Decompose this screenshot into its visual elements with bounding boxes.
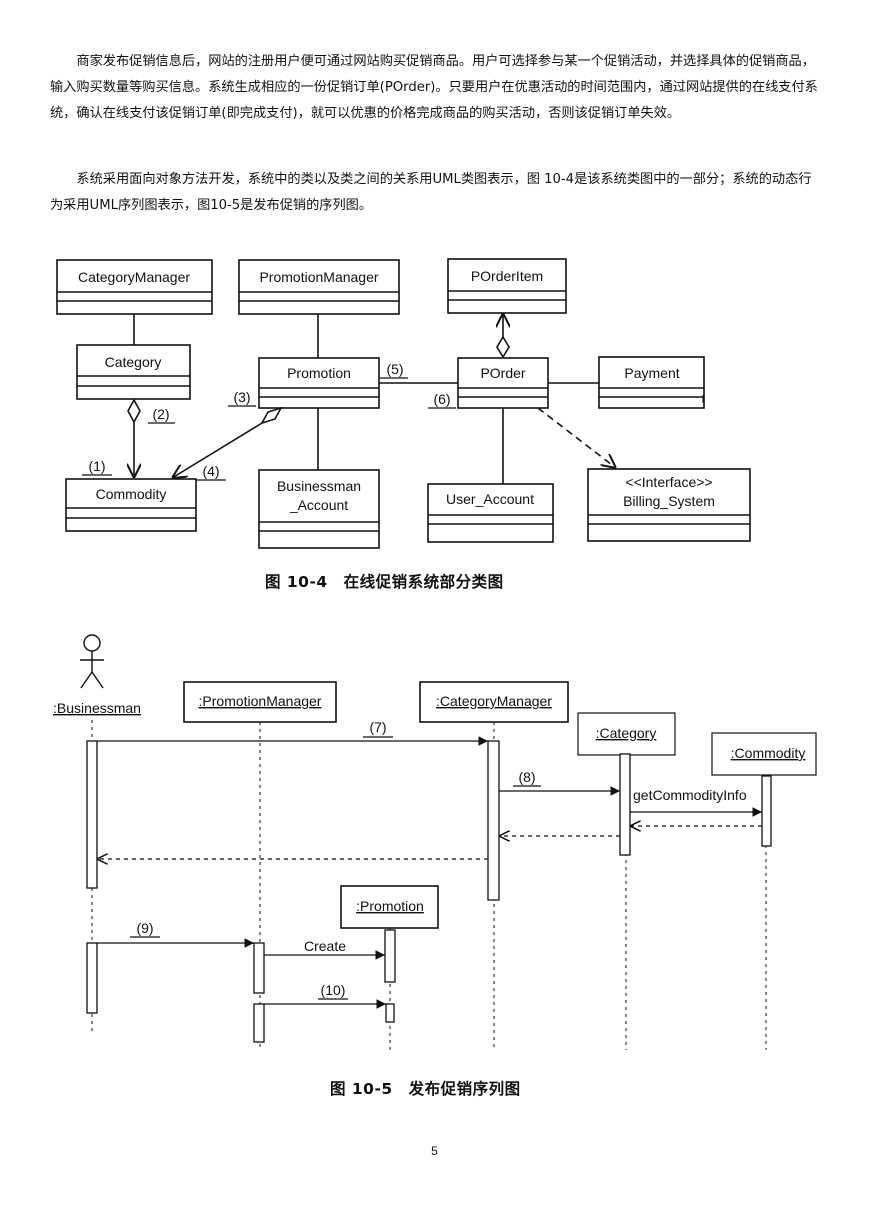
payment-label: Payment: [624, 365, 679, 381]
class-user-account: [427, 483, 554, 543]
lifeline-category-manager-label: :CategoryManager: [436, 693, 552, 709]
message-7-label: (7): [369, 719, 386, 735]
lifeline-box-commodity: [711, 732, 817, 776]
message-getcommodityinfo-label: getCommodityInfo: [633, 787, 747, 803]
promotion-manager-label: PromotionManager: [259, 269, 378, 285]
message-9-label: (9): [136, 920, 153, 936]
method-paragraph: 系统采用面向对象方法开发，系统中的类以及类之间的关系用UML类图表示，图 10-…: [50, 172, 812, 213]
aggregation-porder-porderitem: [496, 335, 510, 359]
blank-4: (4): [202, 463, 219, 479]
aggregation-promotion-commodity: [260, 406, 283, 425]
message-8-label: (8): [518, 769, 535, 785]
class-promotion: [258, 357, 380, 409]
user-account-label: User_Account: [446, 491, 534, 507]
lifeline-promotion-label: :Promotion: [356, 898, 424, 914]
class-porder-item: [447, 258, 567, 314]
lifeline-promotion-manager-label: :PromotionManager: [199, 693, 322, 709]
blank-3: (3): [233, 389, 250, 405]
message-10-label: (10): [321, 982, 346, 998]
lifeline-box-category-manager: [419, 681, 569, 723]
billing-stereotype-label: <<Interface>>: [625, 474, 712, 490]
businessman-account-label-2: _Account: [289, 497, 348, 513]
message-create-label: Create: [304, 938, 346, 954]
businessman-account-label-1: Businessman: [277, 478, 361, 494]
class-businessman-account: [258, 469, 380, 549]
page-number: 5: [431, 1144, 438, 1158]
blank-6: (6): [433, 391, 450, 407]
porder-item-label: POrderItem: [471, 268, 543, 284]
blank-1: (1): [88, 458, 105, 474]
intro-paragraph: 商家发布促销信息后，网站的注册用户便可通过网站购买促销商品。用户可选择参与某一个…: [50, 54, 818, 121]
actor-icon: [80, 634, 104, 689]
sequence-diagram: [80, 634, 817, 1050]
blank-5: (5): [386, 361, 403, 377]
billing-system-label: Billing_System: [623, 493, 715, 509]
sequence-diagram-caption: 图 10-5 发布促销序列图: [330, 1080, 521, 1098]
blank-2: (2): [152, 406, 169, 422]
lifeline-box-category: [577, 712, 676, 756]
category-label: Category: [105, 354, 162, 370]
porder-label: POrder: [480, 365, 525, 381]
lifeline-box-promotion-manager: [183, 681, 337, 723]
category-manager-label: CategoryManager: [78, 269, 190, 285]
class-promotion-manager: [238, 259, 400, 315]
class-porder: [457, 357, 549, 409]
promotion-label: Promotion: [287, 365, 351, 381]
class-commodity: [65, 478, 197, 532]
aggregation-category-commodity: [127, 398, 141, 424]
class-billing-system: [587, 468, 751, 542]
lifeline-commodity-label: :Commodity: [731, 745, 806, 761]
class-diagram-caption: 图 10-4 在线促销系统部分类图: [265, 573, 504, 591]
commodity-label: Commodity: [96, 486, 167, 502]
dependency-porder-billing: [537, 407, 616, 468]
lifeline-category-label: :Category: [596, 725, 657, 741]
class-category: [76, 344, 191, 400]
lifeline-box-promotion: [340, 885, 439, 929]
lifeline-businessman-label: :Businessman: [53, 700, 141, 716]
